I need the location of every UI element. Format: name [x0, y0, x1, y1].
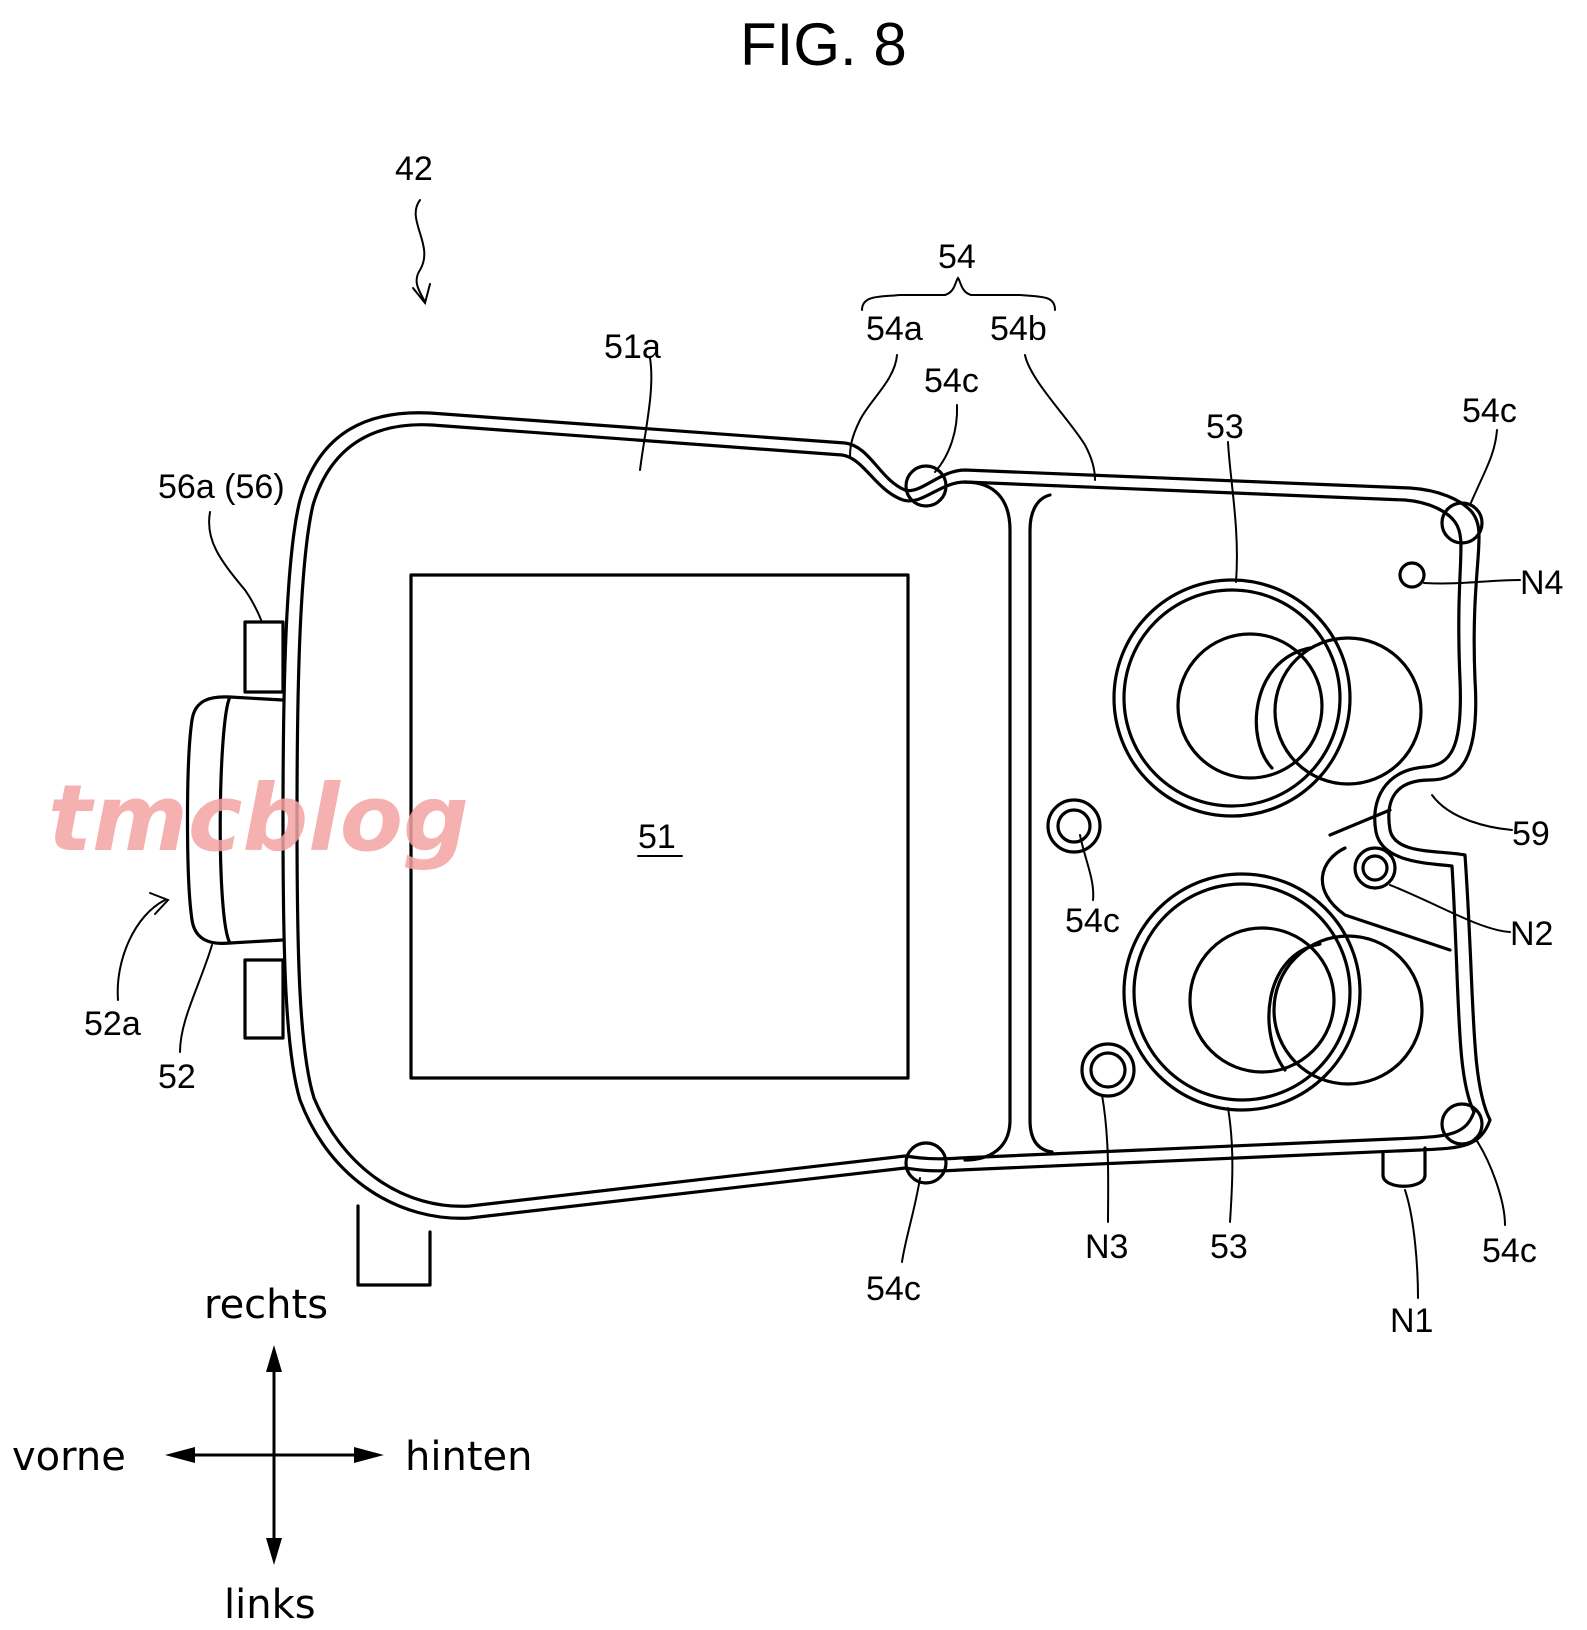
- port-53-upper-back: [1273, 636, 1423, 786]
- channel-N2-upper: [1328, 808, 1392, 837]
- leader-59: [1431, 794, 1513, 831]
- leader-54c-mid: [1079, 834, 1095, 901]
- leader-54c-bottomright: [1474, 1137, 1506, 1226]
- leader-N1: [1404, 1189, 1419, 1299]
- bracket-54: [861, 276, 1056, 311]
- direction-label-right: hinten: [405, 1434, 532, 1480]
- label-59: 59: [1512, 815, 1550, 853]
- port-53-lower-bore: [1188, 926, 1336, 1074]
- label-N3: N3: [1085, 1228, 1128, 1266]
- arrow-up-icon: [266, 1345, 282, 1372]
- leader-51a: [639, 357, 653, 471]
- direction-label-left: vorne: [12, 1434, 126, 1480]
- leader-54c-bottom: [901, 1177, 921, 1263]
- leader-53-bottom: [1227, 1107, 1234, 1223]
- hole-N3: [1080, 1042, 1136, 1098]
- label-42: 42: [395, 150, 433, 188]
- label-54c-bottom: 54c: [866, 1270, 921, 1308]
- port-53-lower-ring: [1132, 882, 1352, 1102]
- label-54: 54: [938, 238, 976, 276]
- label-51a: 51a: [604, 328, 661, 366]
- arrow-left-icon: [165, 1447, 195, 1463]
- label-54b: 54b: [990, 310, 1047, 348]
- leader-52a: [116, 899, 166, 1001]
- port-53-upper-outer: [1112, 578, 1352, 818]
- arrowhead-42: [412, 283, 431, 306]
- boss-54c-mid-inner: [1056, 808, 1092, 844]
- connector-52-rim: [218, 695, 232, 945]
- leader-N2: [1389, 884, 1511, 933]
- label-53-top: 53: [1206, 408, 1244, 446]
- port-53-lower-back: [1272, 934, 1424, 1086]
- label-52a: 52a: [84, 1005, 141, 1043]
- direction-label-up: rechts: [204, 1282, 328, 1328]
- label-N4: N4: [1520, 564, 1563, 602]
- hole-N2-inner: [1361, 854, 1389, 882]
- port-53-lower-inner-arc: [1267, 942, 1322, 1072]
- channel-N2: [1320, 846, 1452, 952]
- partition-wall-inner: [1028, 493, 1054, 1154]
- boss-54c-top: [904, 464, 948, 508]
- nozzle-N1: [1381, 1146, 1427, 1188]
- label-51: 51: [638, 818, 676, 856]
- hole-N4: [1398, 561, 1426, 589]
- hole-N2: [1353, 846, 1397, 890]
- tab-56a-lower: [243, 958, 285, 1040]
- leader-52: [179, 944, 213, 1053]
- label-54c-bottomright: 54c: [1482, 1232, 1537, 1270]
- leader-42: [414, 199, 426, 303]
- leader-54b: [1024, 354, 1096, 481]
- direction-label-down: links: [224, 1582, 316, 1628]
- leader-54a: [849, 354, 898, 459]
- display-panel-51: [409, 573, 910, 1080]
- label-N2: N2: [1510, 915, 1553, 953]
- boss-54c-bottom: [904, 1141, 948, 1185]
- partition-wall: [963, 480, 1012, 1162]
- label-54c-top: 54c: [924, 362, 979, 400]
- leader-N4: [1423, 579, 1521, 585]
- boss-54c-mid: [1046, 798, 1102, 854]
- housing-inner-outline: [295, 423, 1476, 1208]
- arrow-right-icon: [354, 1447, 384, 1463]
- port-53-upper-bore: [1176, 632, 1324, 780]
- hole-N3-inner: [1089, 1051, 1127, 1089]
- leader-54c-topright: [1469, 429, 1498, 506]
- tab-56a-upper: [243, 620, 285, 694]
- bottom-tab: [356, 1204, 432, 1287]
- arrowhead-52a: [149, 892, 170, 915]
- label-N1: N1: [1390, 1302, 1433, 1340]
- label-54c-mid: 54c: [1065, 902, 1120, 940]
- arrow-down-icon: [266, 1538, 282, 1565]
- port-53-upper-ring: [1122, 588, 1342, 808]
- leader-54c-top: [934, 404, 959, 473]
- watermark: tmcblog: [48, 765, 469, 872]
- figure-title: FIG. 8: [740, 11, 907, 78]
- leader-56a: [208, 511, 263, 623]
- label-53-bottom: 53: [1210, 1228, 1248, 1266]
- port-53-lower-outer: [1122, 872, 1362, 1112]
- port-53-upper-inner-arc: [1254, 646, 1312, 770]
- label-56a: 56a (56): [158, 468, 285, 506]
- boss-54c-bottomright: [1440, 1102, 1484, 1146]
- housing-outer-outline: [281, 411, 1492, 1220]
- label-54c-topright: 54c: [1462, 392, 1517, 430]
- leader-53-top: [1227, 441, 1238, 583]
- boss-54c-topright: [1440, 501, 1484, 545]
- leader-N3: [1101, 1094, 1110, 1223]
- connector-52: [185, 695, 285, 946]
- label-52: 52: [158, 1058, 196, 1096]
- label-54a: 54a: [866, 310, 923, 348]
